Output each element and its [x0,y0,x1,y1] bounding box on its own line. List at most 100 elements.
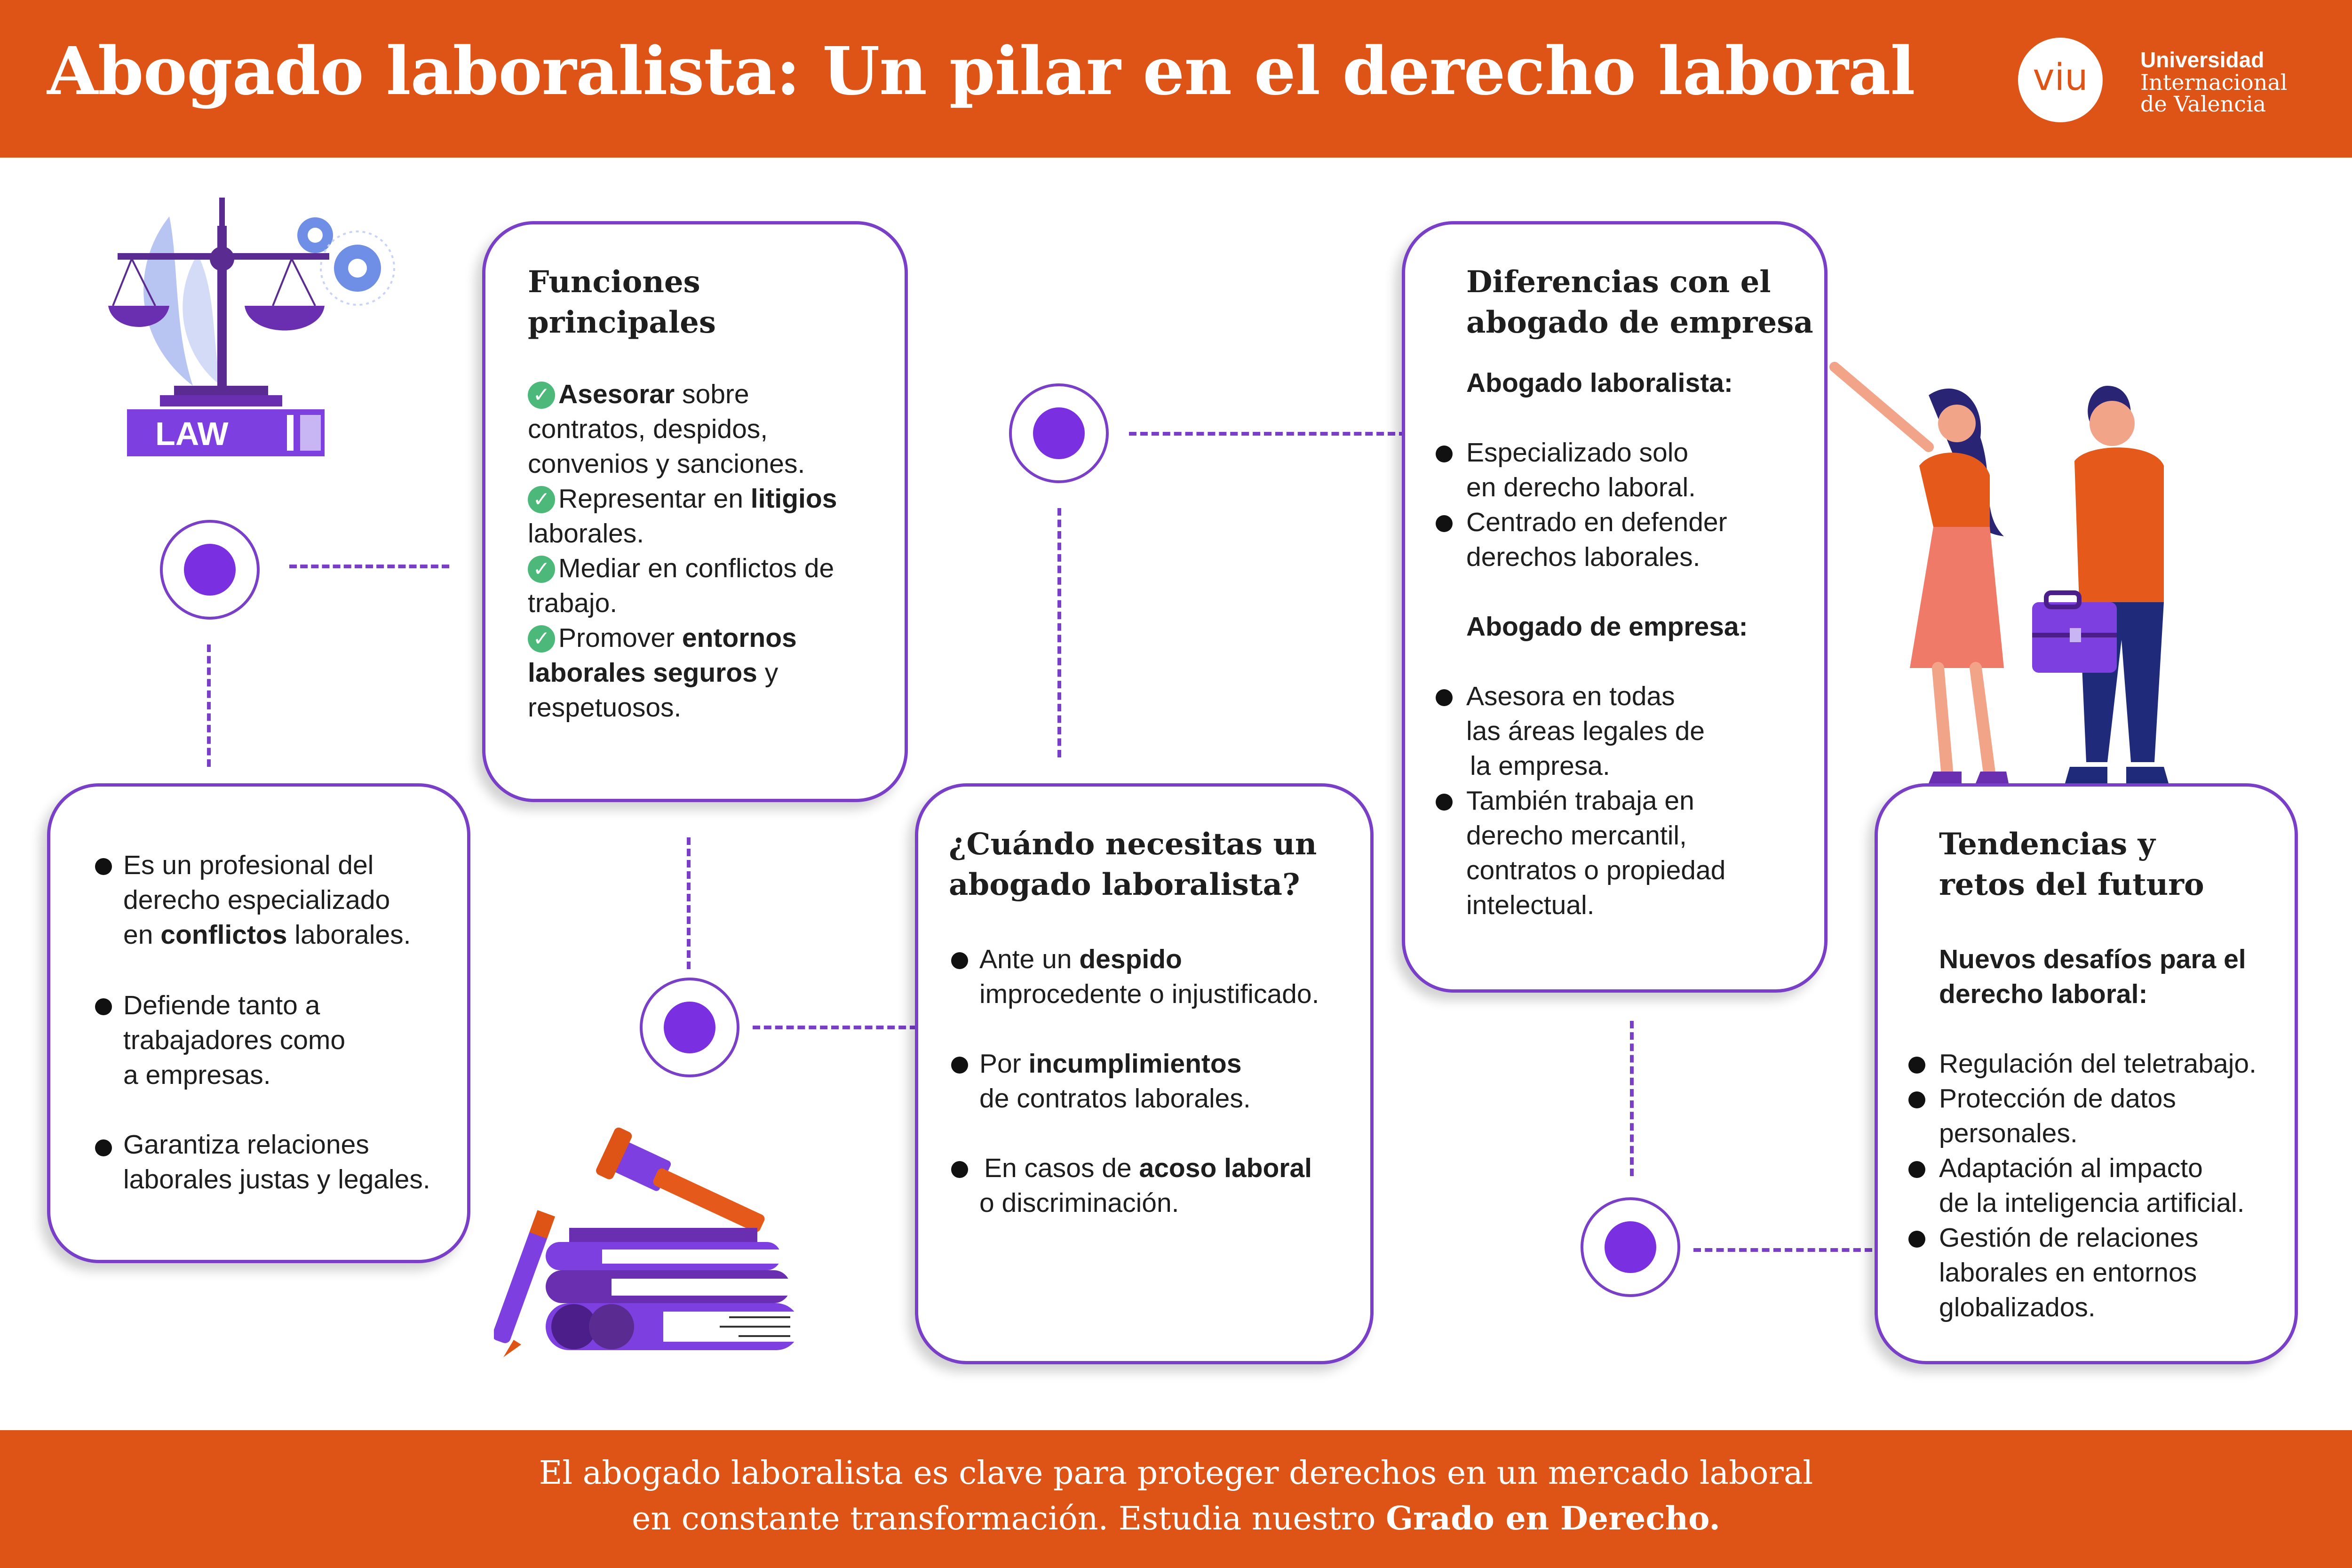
card-funciones: Funciones principales ✓ Asesorar sobre c… [482,221,908,802]
tendencias-title-line-2: retos del futuro [1939,867,2204,902]
university-logo[interactable]: viu Universidad Internacional de Valenci… [2018,33,2287,136]
funciones-item-2-line-1: Representar en litigios [558,484,837,514]
dif-s2-item-2-line-3: contratos o propiedad [1466,855,1726,885]
connector-dash [1630,1021,1634,1176]
check-icon: ✓ [528,486,555,513]
card-cuando: ¿Cuándo necesitas un abogado laboralista… [915,783,1374,1364]
check-icon: ✓ [528,625,555,653]
header-bar: Abogado laboralista: Un pilar en el dere… [0,0,2352,158]
tendencias-subtitle-line-2: derecho laboral: [1939,979,2148,1009]
connector-dash [207,645,211,767]
law-book-label: LAW [155,415,229,452]
cuando-item-1-line-2: improcedente o injustificado. [979,979,1319,1009]
bullet [951,952,968,969]
funciones-item-1-line-3: convenios y sanciones. [528,449,805,479]
intro-item-2-line-1: Defiende tanto a [123,990,320,1020]
bullet [951,1161,968,1178]
dif-s2-item-1-line-2: las áreas legales de [1466,716,1705,746]
bullet [95,998,112,1015]
cuando-title-line-1: ¿Cuándo necesitas un [949,827,1317,862]
degree-link[interactable]: Grado en Derecho. [1386,1500,1720,1537]
intro-item-1-line-1: Es un profesional del [123,850,374,880]
check-icon: ✓ [528,382,555,409]
card-intro: Es un profesional del derecho especializ… [47,783,470,1263]
dif-s1-item-1-line-1: Especializado solo [1466,438,1689,468]
diferencias-title-line-2: abogado de empresa [1466,305,1813,340]
dif-s2-item-1-line-1: Asesora en todas [1466,681,1675,711]
card-diferencias: Diferencias con el abogado de empresa Ab… [1402,221,1828,993]
logo-line-2: Internacional [2140,70,2288,95]
funciones-title-line-2: principales [528,305,716,340]
funciones-item-4-line-1: Promover entornos [558,623,797,653]
cuando-item-3-line-1: En casos de acoso laboral [984,1153,1312,1183]
bullet [951,1057,968,1074]
connector-dash [1129,432,1406,436]
people-pointing-illustration [1829,362,2169,783]
tendencias-item-3-line-1: Adaptación al impacto [1939,1153,2203,1183]
bullet [1908,1091,1925,1108]
funciones-item-4-line-3: respetuosos. [528,692,682,723]
intro-item-3-line-2: laborales justas y legales. [123,1164,430,1194]
bullet [95,858,112,875]
footer-bar: El abogado laboralista es clave para pro… [0,1430,2352,1568]
dif-s1-item-2-line-1: Centrado en defender [1466,507,1727,537]
dif-s1-item-1-line-2: en derecho laboral. [1466,472,1696,502]
gavel-and-books-icon [494,1127,800,1357]
funciones-title-line-1: Funciones [528,264,700,300]
cuando-item-1-line-1: Ante un despido [979,944,1182,974]
intro-item-1-line-2: derecho especializado [123,885,390,915]
bullet [1908,1057,1925,1074]
dif-s2-item-2-line-2: derecho mercantil, [1466,820,1687,851]
intro-item-2-line-3: a empresas. [123,1060,271,1090]
dif-s2-item-2-line-4: intelectual. [1466,890,1595,920]
dif-s1-item-2-line-2: derechos laborales. [1466,542,1700,572]
intro-item-3-line-1: Garantiza relaciones [123,1130,369,1160]
dif-s2-item-2-line-1: También trabaja en [1466,786,1694,816]
funciones-item-1-line-1: Asesorar sobre [558,379,749,409]
cuando-title-line-2: abogado laboralista? [949,867,1300,902]
bullet [1436,446,1453,462]
tendencias-item-2-line-2: personales. [1939,1118,2078,1148]
diferencias-title-line-1: Diferencias con el [1466,264,1771,300]
connector-dash [289,565,449,568]
tendencias-item-3-line-2: de la inteligencia artificial. [1939,1188,2245,1218]
dif-s2-item-1-line-3: la empresa. [1470,751,1610,781]
connector-dash [687,837,691,969]
footer-line-2: en constante transformación. Estudia nue… [632,1500,1720,1537]
diferencias-subtitle-2: Abogado de empresa: [1466,612,1748,642]
connector-node-2 [640,978,739,1077]
footer-line-1: El abogado laboralista es clave para pro… [539,1455,1813,1492]
bullet [95,1139,112,1156]
check-icon: ✓ [528,556,555,583]
funciones-item-1-line-2: contratos, despidos, [528,414,768,444]
tendencias-item-4-line-1: Gestión de relaciones [1939,1223,2199,1253]
tendencias-item-4-line-2: laborales en entornos [1939,1258,2197,1288]
intro-item-1-line-3: en conflictos laborales. [123,920,411,950]
funciones-item-2-line-2: laborales. [528,518,644,549]
cuando-item-2-line-1: Por incumplimientos [979,1049,1242,1079]
tendencias-subtitle-line-1: Nuevos desafíos para el [1939,944,2246,974]
connector-dash [753,1026,917,1029]
funciones-item-3-line-2: trabajo. [528,588,618,618]
page-title: Abogado laboralista: Un pilar en el dere… [47,33,1915,110]
cuando-item-3-line-2: o discriminación. [979,1188,1179,1218]
intro-item-2-line-2: trabajadores como [123,1025,346,1055]
logo-line-3: de Valencia [2140,91,2266,117]
bullet [1436,515,1453,532]
viu-logo-mark: viu [2018,38,2103,122]
connector-node-3 [1009,383,1109,483]
funciones-item-4-line-2: laborales seguros y [528,658,779,688]
tendencias-item-4-line-3: globalizados. [1939,1292,2096,1322]
tendencias-title-line-1: Tendencias y [1939,827,2155,862]
connector-node-4 [1581,1197,1680,1297]
card-tendencias: Tendencias y retos del futuro Nuevos des… [1875,783,2298,1364]
tendencias-item-1: Regulación del teletrabajo. [1939,1049,2257,1079]
connector-node-1 [160,520,260,620]
bullet [1436,794,1453,811]
cuando-item-2-line-2: de contratos laborales. [979,1083,1251,1114]
logo-line-1: Universidad [2140,48,2265,72]
bullet [1436,689,1453,706]
connector-dash [1693,1248,1872,1252]
tendencias-item-2-line-1: Protección de datos [1939,1083,2176,1114]
bullet [1908,1161,1925,1178]
